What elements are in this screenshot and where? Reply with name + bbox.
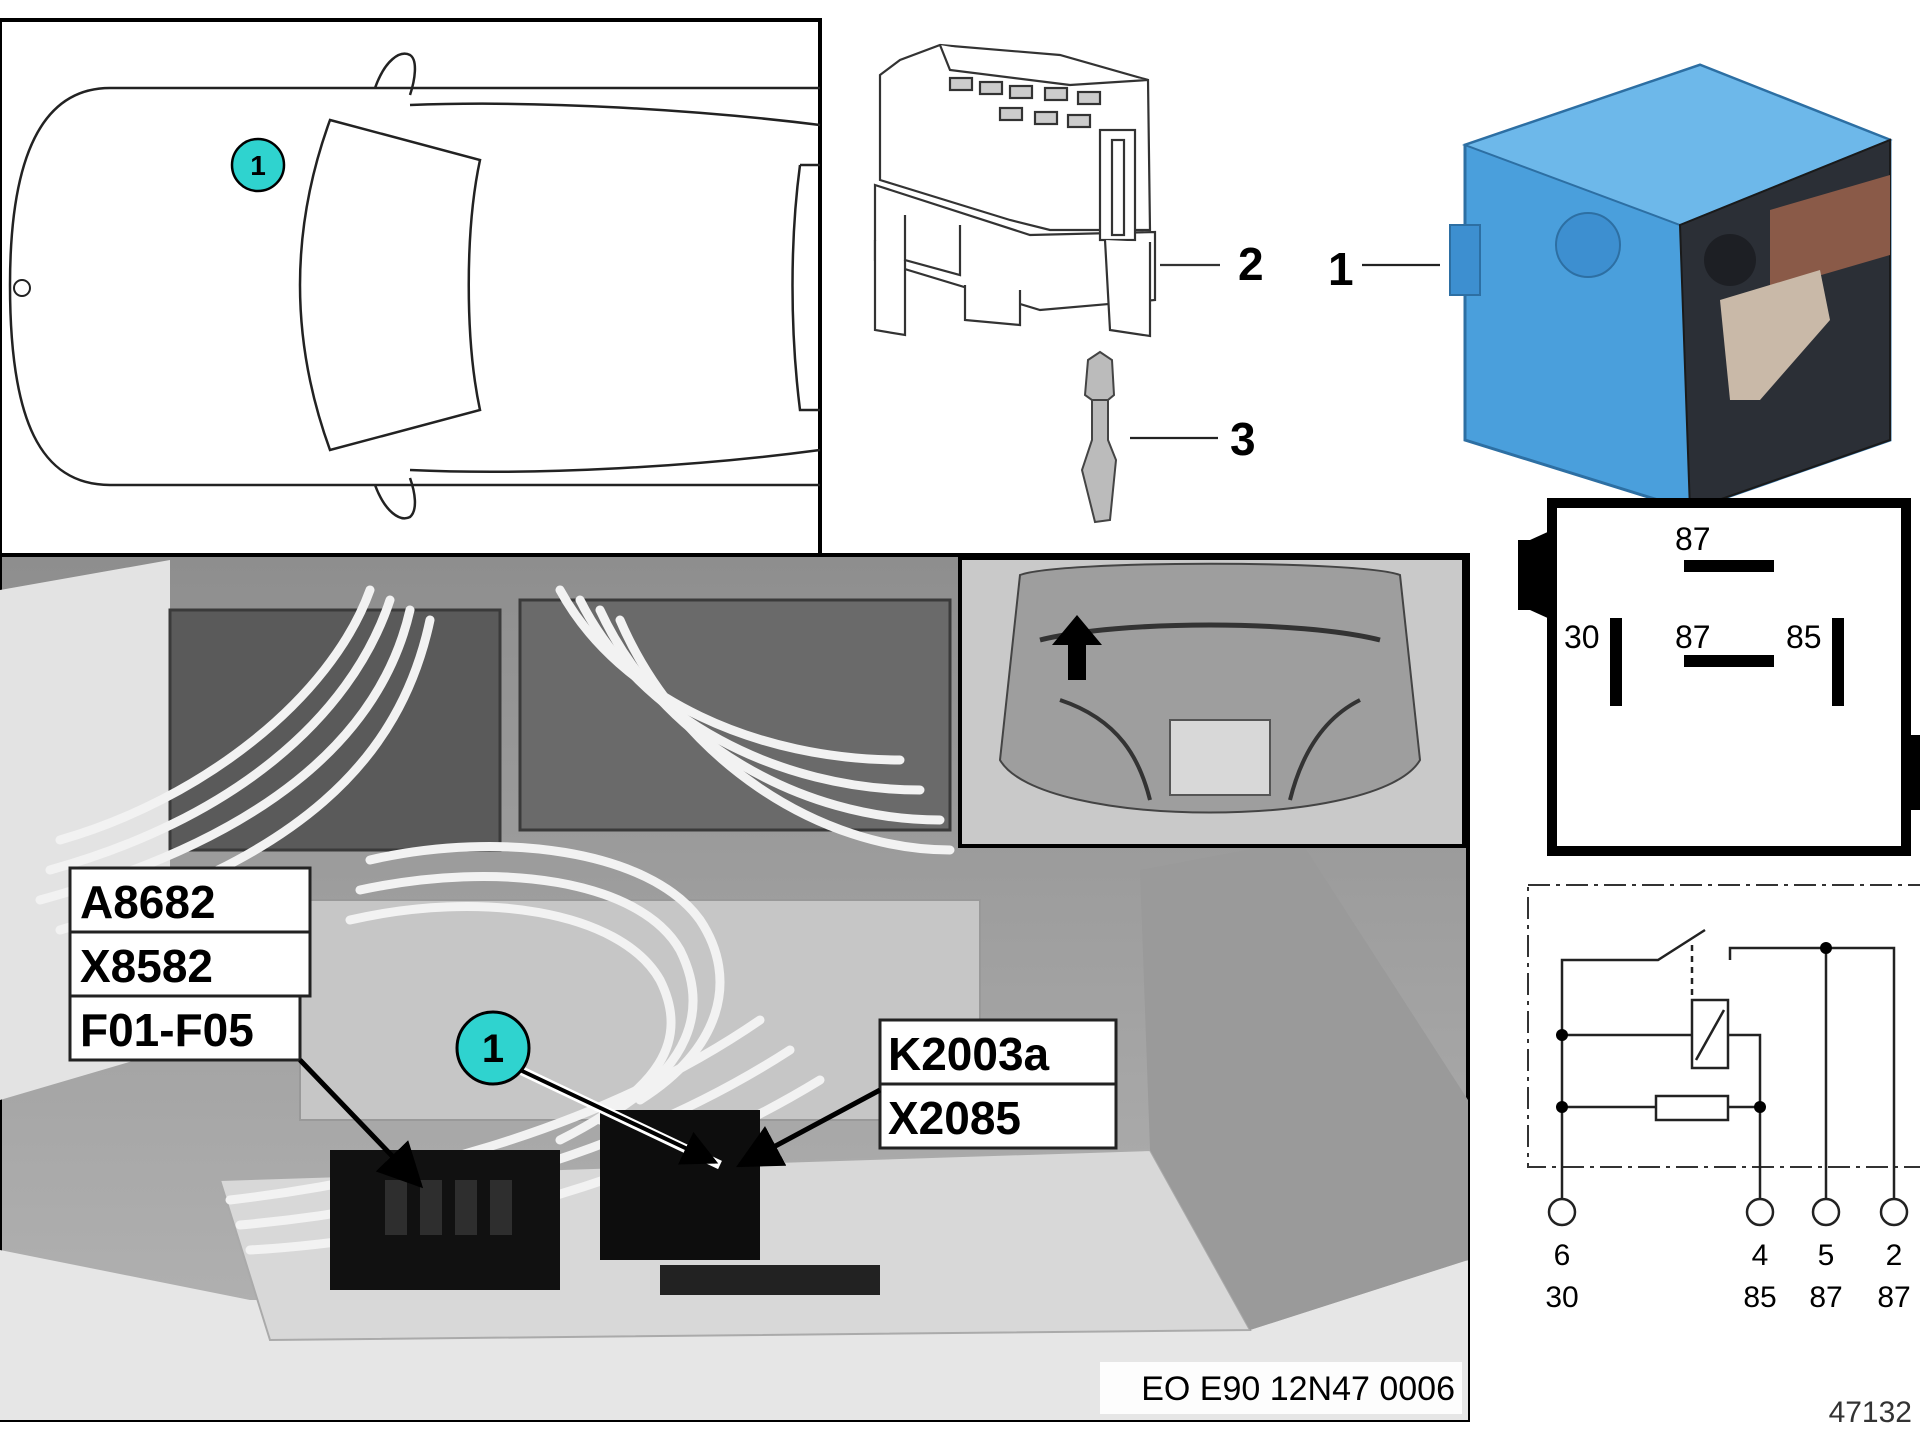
engine-bay-inset: [958, 556, 1466, 848]
schematic-terminal-30: 30: [1545, 1281, 1578, 1314]
part-3-number: 3: [1230, 413, 1256, 465]
pin-label-87-top: 87: [1675, 521, 1711, 557]
drawing-number: 47132: [1829, 1396, 1912, 1429]
label-f01-f05: F01-F05: [80, 1004, 254, 1056]
pointer-arrow-fuses: [298, 1058, 424, 1189]
callout-number: 1: [250, 150, 266, 181]
pin-label-85: 85: [1786, 619, 1822, 655]
photo-callout: 1: [455, 1010, 531, 1086]
pointer-arrow-callout: [519, 1068, 719, 1165]
location-callout: 1: [230, 137, 286, 193]
labels-right: K2003a X2085: [878, 1018, 1118, 1150]
photo-reference-code: EO E90 12N47 0006: [1141, 1370, 1455, 1408]
fuse-block: [330, 1150, 560, 1290]
label-x8582: X8582: [80, 940, 213, 992]
contact-pin-illustration: [1080, 350, 1218, 524]
car-location-view: 1: [0, 18, 822, 557]
connector-housing-illustration: [873, 43, 1220, 338]
pin-label-87-middle: 87: [1675, 619, 1711, 655]
part-1-number: 1: [1328, 243, 1354, 295]
callout-circle: [230, 137, 286, 193]
schematic-pin-number-6: 6: [1554, 1239, 1571, 1272]
terminal-87-middle: [1684, 655, 1774, 667]
pointer-arrow-relay: [736, 1087, 882, 1168]
relay-pin-layout: 87 30 87 85: [1518, 498, 1920, 856]
label-k2003a: K2003a: [888, 1028, 1050, 1080]
schematic-pin-number-2: 2: [1886, 1239, 1903, 1272]
schematic-pin-number-4: 4: [1752, 1239, 1769, 1272]
part-2-number: 2: [1238, 238, 1264, 290]
schematic-terminal-87-b: 87: [1877, 1281, 1910, 1314]
label-x2085: X2085: [888, 1092, 1021, 1144]
relay-circuit-schematic: 6 30 4 85 5 87 2 87: [1527, 884, 1920, 1314]
installation-photo: A8682 X8582 F01-F05 K2003a X2085 1 EO E9…: [0, 553, 1470, 1422]
terminal-30: [1610, 618, 1622, 706]
label-a8682: A8682: [80, 876, 216, 928]
schematic-terminal-87-a: 87: [1809, 1281, 1842, 1314]
terminal-87-top: [1684, 560, 1774, 572]
labels-left: A8682 X8582 F01-F05: [68, 866, 312, 1062]
schematic-terminal-85: 85: [1743, 1281, 1776, 1314]
relay-socket: [600, 1110, 760, 1260]
relay-illustration: [1449, 63, 1893, 512]
callout-number: 1: [482, 1027, 504, 1071]
pin-label-30: 30: [1564, 619, 1600, 655]
direction-arrow-icon: [1052, 615, 1102, 680]
callout-circle: [455, 1010, 531, 1086]
terminal-85: [1832, 618, 1844, 706]
schematic-pin-number-5: 5: [1818, 1239, 1835, 1272]
